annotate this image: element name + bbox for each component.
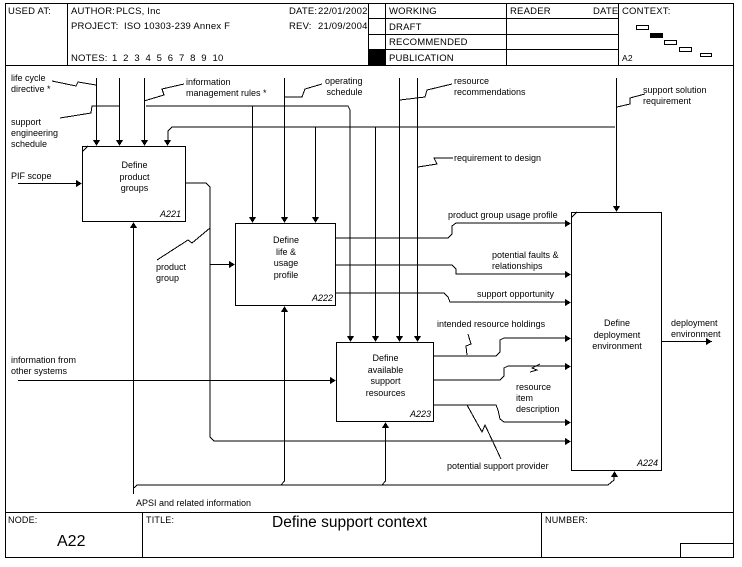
label-deployment-environment: deployment environment — [671, 318, 721, 339]
context-box — [679, 47, 692, 52]
label-operating-schedule: operating schedule — [325, 76, 363, 97]
arrow-a223-to-a224 — [434, 404, 565, 423]
context-box-current — [650, 33, 663, 38]
box-a222-id: A222 — [312, 293, 334, 303]
context-label: CONTEXT: — [622, 6, 671, 17]
box-a221[interactable] — [82, 146, 186, 222]
rev-label: REV: — [289, 21, 312, 32]
rev-value: 21/09/2004 — [318, 21, 368, 32]
arrow-product-group-usage-profile — [336, 222, 565, 239]
publication-status-marker — [369, 50, 385, 65]
arrow-intended-resource-holdings — [434, 337, 565, 357]
box-corner-mark — [570, 211, 578, 219]
node-value: A22 — [57, 533, 86, 550]
reader-label: READER — [510, 6, 551, 17]
label-resource-item-description: resource item description — [516, 382, 560, 414]
arrowheads — [76, 140, 712, 477]
diagram-frame — [5, 3, 734, 558]
box-a224-title: Define deployment environment — [592, 318, 642, 351]
project-value: ISO 10303-239 Annex F — [124, 21, 231, 32]
label-support-engineering-schedule: support engineering schedule — [11, 117, 59, 149]
arrow-resource-recommendations — [399, 78, 453, 336]
box-a223-id: A223 — [410, 409, 432, 419]
arrow-product-group — [156, 182, 565, 442]
arrow-info-rules-to-a223 — [146, 105, 351, 336]
arrow-apsi-to-a223 — [381, 428, 386, 486]
footer-corner-box — [680, 543, 734, 558]
label-product-group: product group — [156, 262, 187, 283]
arrow-resource-item-description — [434, 365, 565, 381]
date-value: 22/01/2002 — [318, 6, 368, 17]
squiggle — [465, 333, 472, 356]
date-label: DATE: — [289, 6, 318, 17]
status-working[interactable]: WORKING — [389, 6, 437, 17]
box-a223-title: Define available support resources — [365, 353, 406, 398]
arrow-apsi — [133, 476, 615, 489]
label-information-management-rules: information management rules * — [186, 77, 267, 98]
squiggle-potential-support-provider — [466, 404, 502, 460]
status-publication[interactable]: PUBLICATION — [389, 53, 454, 64]
author-value: PLCS, Inc — [116, 6, 161, 17]
label-potential-faults: potential faults & relationships — [492, 250, 559, 271]
arrow-support-engineering-schedule — [59, 78, 120, 140]
label-resource-recommendations: resource recommendations — [454, 76, 526, 97]
arrow-information-management-rules — [143, 78, 185, 140]
label-life-cycle-directive: life cycle directive * — [11, 73, 51, 94]
box-corner-mark — [81, 145, 89, 153]
squiggle — [529, 363, 541, 373]
box-a221-title: Define product groups — [119, 160, 150, 193]
status-recommended[interactable]: RECOMMENDED — [389, 37, 468, 48]
project-label: PROJECT: — [71, 21, 119, 32]
arrow-life-cycle-directive — [51, 78, 97, 140]
used-at-label: USED AT: — [8, 6, 52, 17]
arrow-support-solution-requirement — [616, 78, 646, 206]
arrow-support-opportunity — [336, 292, 565, 303]
page-title: Define support context — [272, 514, 428, 531]
notes-label: NOTES: — [71, 53, 108, 64]
label-support-opportunity: support opportunity — [477, 289, 555, 299]
arrow-support-solution-to-a221 — [167, 126, 615, 140]
number-label: NUMBER: — [545, 515, 588, 525]
arrow-apsi-to-a222 — [280, 312, 285, 486]
label-support-solution-requirement: support solution requirement — [643, 85, 707, 106]
label-apsi: APSI and related information — [136, 498, 252, 508]
label-pif-scope: PIF scope — [11, 171, 52, 181]
context-box — [636, 25, 649, 30]
box-a224[interactable] — [571, 212, 662, 471]
notes-list: 1 2 3 4 5 6 7 8 9 10 — [112, 53, 224, 64]
label-intended-resource-holdings: intended resource holdings — [437, 319, 546, 329]
context-box — [664, 40, 677, 45]
box-a224-id: A224 — [637, 458, 659, 468]
title-label: TITLE: — [146, 515, 175, 525]
context-box — [700, 53, 712, 57]
reader-date-label: DATE — [593, 6, 619, 17]
author-label: AUTHOR: — [71, 6, 116, 17]
context-node: A2 — [622, 53, 633, 63]
box-a222[interactable] — [235, 223, 336, 306]
label-requirement-to-design: requirement to design — [454, 153, 542, 163]
arrow-potential-faults — [336, 264, 565, 275]
arrow-operating-schedule — [284, 78, 323, 217]
box-a221-id: A221 — [160, 209, 182, 219]
box-a223[interactable] — [336, 342, 434, 422]
label-potential-support-provider: potential support provider — [447, 461, 549, 471]
label-product-group-usage-profile: product group usage profile — [448, 210, 558, 220]
box-a222-title: Define life & usage profile — [272, 235, 299, 280]
status-draft[interactable]: DRAFT — [389, 22, 422, 33]
label-information-from-other-systems: information from other systems — [11, 355, 77, 376]
node-label: NODE: — [8, 515, 38, 525]
